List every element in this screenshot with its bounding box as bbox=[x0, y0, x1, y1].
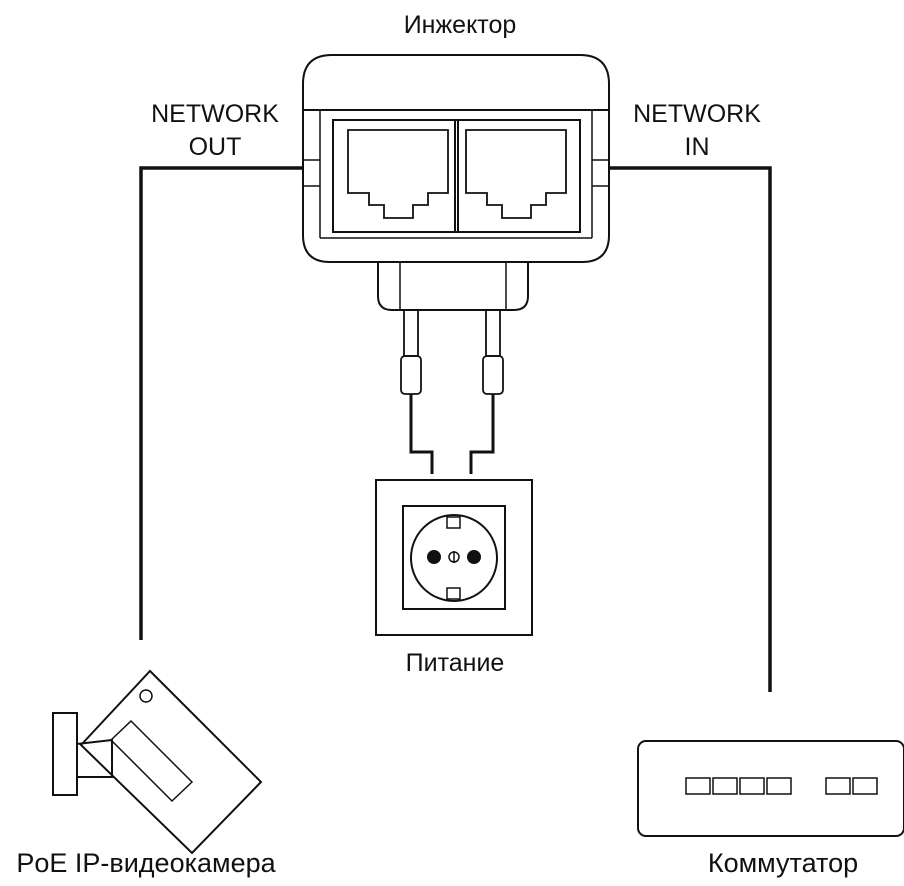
power-socket bbox=[375, 479, 533, 636]
network-in-label-line2: IN bbox=[685, 133, 710, 161]
ip-camera-icon bbox=[52, 669, 263, 855]
power-wire-left bbox=[409, 394, 434, 474]
network-out-port-icon bbox=[347, 129, 449, 219]
poe-injector bbox=[302, 54, 610, 263]
switch-label: Коммутатор bbox=[708, 848, 858, 878]
power-wire-right bbox=[469, 394, 495, 474]
network-in-label-line1: NETWORK bbox=[633, 100, 761, 128]
network-switch-icon bbox=[637, 740, 904, 837]
camera-label: PoE IP-видеокамера bbox=[16, 848, 276, 878]
power-label: Питание bbox=[406, 649, 505, 677]
network-in-port-icon bbox=[465, 129, 567, 219]
cable-to-camera bbox=[139, 166, 303, 640]
network-out-label-line1: NETWORK bbox=[151, 100, 279, 128]
rj45-ports bbox=[332, 119, 581, 233]
injector-label: Инжектор bbox=[404, 11, 517, 39]
power-plug bbox=[377, 262, 529, 395]
cable-to-switch bbox=[609, 166, 772, 692]
network-out-label-line2: OUT bbox=[189, 133, 242, 161]
